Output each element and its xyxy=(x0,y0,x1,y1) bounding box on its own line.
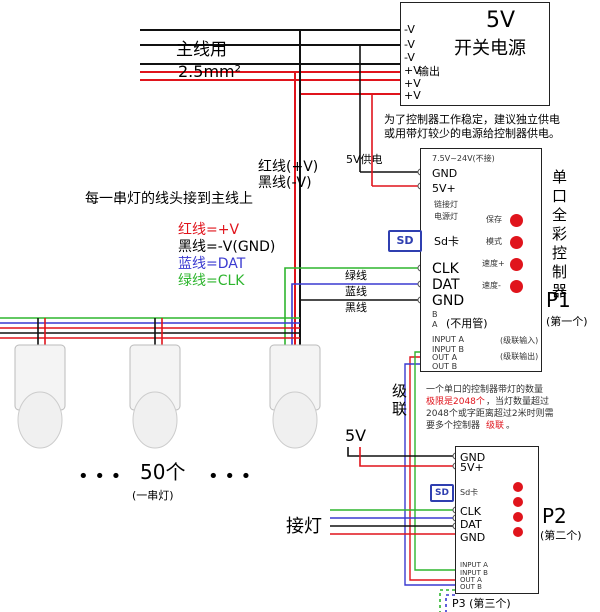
cascade-note-1: 一个单口的控制器带灯的数量 xyxy=(426,385,544,395)
p1-input-a: INPUT A xyxy=(432,335,464,344)
p1-btn-label-speed-down: 速度- xyxy=(482,281,501,290)
p2-out-b: OUT B xyxy=(460,583,482,591)
p1-cascade-out: (级联输出) xyxy=(500,352,539,361)
p1-clk: CLK xyxy=(432,261,459,277)
p3-label: P3 (第三个) xyxy=(452,597,511,610)
psu-output-label: 输出 xyxy=(418,65,440,78)
p1-dat: DAT xyxy=(432,277,460,293)
cascade-note-4-red: 级联 xyxy=(486,421,505,431)
p1-unused: (不用管) xyxy=(446,317,488,330)
p2-name: P2 xyxy=(542,504,567,528)
legend-green: 绿线=CLK xyxy=(178,273,245,289)
p1-save-button[interactable] xyxy=(510,214,523,227)
controller-p2 xyxy=(455,446,539,594)
p1-sd-card: Sd卡 xyxy=(434,235,459,248)
legend-blue: 蓝线=DAT xyxy=(178,256,246,272)
p1-voltage: 7.5V~24V(不接) xyxy=(432,154,495,163)
p1-btn-label-save: 保存 xyxy=(486,215,502,224)
lights-count: 50个 xyxy=(140,460,186,484)
p2-gnd: GND xyxy=(460,451,486,464)
p1-gnd2: GND xyxy=(432,293,465,309)
red-wire-note: 红线(+V) xyxy=(258,159,319,175)
cascade-label-1: 级 xyxy=(392,382,408,400)
p1-a: A xyxy=(432,320,438,329)
p1-small-b: 电源灯 xyxy=(434,212,458,221)
p1-cascade-in: (级联输入) xyxy=(500,336,539,345)
p1-b: B xyxy=(432,310,438,319)
p1-order: (第一个) xyxy=(546,315,588,328)
connect-lights-label: 接灯 xyxy=(286,516,322,537)
legend-red: 红线=+V xyxy=(178,222,240,238)
main-line-wires xyxy=(140,29,400,345)
cascade-label-2: 联 xyxy=(392,400,408,418)
wire-label-black: 黑线 xyxy=(345,301,367,314)
psu-terminal-5: +V xyxy=(404,77,421,90)
string-bus xyxy=(0,317,300,345)
psu-terminal-1: -V xyxy=(404,23,415,36)
led-bulbs xyxy=(14,344,321,449)
p1-btn-label-speed-up: 速度+ xyxy=(482,259,505,268)
p1-input-b: INPUT B xyxy=(432,345,464,354)
string-head-note: 每一串灯的线头接到主线上 xyxy=(85,191,253,207)
cascade-note-3: 2048个或字距离超过2米时则需 xyxy=(426,409,554,419)
p1-speed-down-button[interactable] xyxy=(510,280,523,293)
lights-dots-right: • • • xyxy=(208,466,252,487)
main-line-label: 主线用 xyxy=(176,40,227,60)
p1-speed-up-button[interactable] xyxy=(510,258,523,271)
sd-card-icon: SD xyxy=(388,230,422,252)
p2-button-3[interactable] xyxy=(513,512,523,522)
p2-5v-label: 5V xyxy=(345,426,367,445)
p2-input-b: INPUT B xyxy=(460,569,488,577)
lights-sub: (一串灯) xyxy=(132,489,174,502)
p2-button-4[interactable] xyxy=(513,527,523,537)
p1-name: P1 xyxy=(546,288,571,312)
psu-terminal-2: -V xyxy=(404,38,415,51)
supply-5v-label: 5V供电 xyxy=(346,153,383,166)
wire-label-blue: 蓝线 xyxy=(345,285,367,298)
cascade-note-2-rest: ，当灯数量超过 xyxy=(486,397,550,407)
p2-sd-card: Sd卡 xyxy=(460,488,479,497)
psu-terminal-4: +V xyxy=(404,64,421,77)
lights-dots-left: • • • xyxy=(78,466,122,487)
psu-terminal-6: +V xyxy=(404,89,421,102)
cascade-note-2-red: 极限是2048个 xyxy=(426,397,485,407)
cascade-note-4a: 要多个控制器 xyxy=(426,421,481,431)
cascade-wires xyxy=(404,351,455,586)
p2-sd-card-icon: SD xyxy=(430,484,454,502)
p2-clk: CLK xyxy=(460,505,482,518)
controller-power-wires xyxy=(359,44,420,187)
legend-black: 黑线=-V(GND) xyxy=(178,239,276,255)
power-advice-1: 为了控制器工作稳定，建议独立供电 xyxy=(384,113,560,126)
p1-title: 单口全彩控制器 xyxy=(552,168,568,300)
signal-wires-p1 xyxy=(284,267,420,345)
p2-out-a: OUT A xyxy=(460,576,482,584)
p1-out-b: OUT B xyxy=(432,362,458,371)
psu-voltage: 5V xyxy=(486,8,516,33)
psu-name: 开关电源 xyxy=(454,38,526,59)
main-line-gauge: 2.5mm² xyxy=(178,62,242,81)
p1-gnd: GND xyxy=(432,167,458,180)
p1-5v: 5V+ xyxy=(432,182,456,195)
wire-label-green: 绿线 xyxy=(345,269,367,282)
p2-button-2[interactable] xyxy=(513,497,523,507)
cascade-note-4b: 。 xyxy=(506,421,516,431)
p1-mode-button[interactable] xyxy=(510,236,523,249)
psu-terminal-3: -V xyxy=(404,51,415,64)
power-supply xyxy=(400,2,550,106)
black-wire-note: 黑线(-V) xyxy=(258,175,312,191)
p2-order: (第二个) xyxy=(540,529,582,542)
p2-5v: 5V+ xyxy=(460,461,484,474)
p2-input-a: INPUT A xyxy=(460,561,488,569)
p2-button-1[interactable] xyxy=(513,482,523,492)
power-advice-2: 或用带灯较少的电源给控制器供电。 xyxy=(384,127,560,140)
p1-small-a: 链接灯 xyxy=(434,200,458,209)
p1-out-a: OUT A xyxy=(432,353,458,362)
p2-gnd2: GND xyxy=(460,531,486,544)
p2-dat: DAT xyxy=(460,518,482,531)
p2-wires xyxy=(330,447,455,612)
p1-btn-label-mode: 模式 xyxy=(486,237,502,246)
